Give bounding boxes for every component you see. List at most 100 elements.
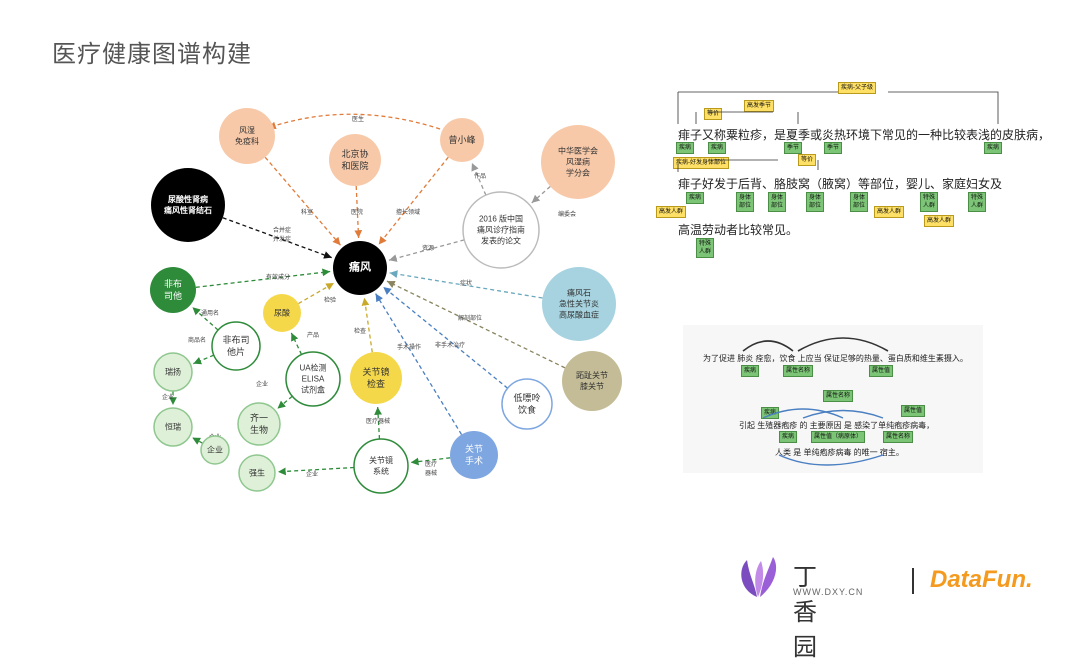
graph-edge: [277, 395, 293, 410]
graph-edge-label: 科室: [301, 208, 313, 216]
annotation-tag: 季节: [824, 142, 843, 154]
graph-node-label: 发表的论文: [481, 236, 521, 246]
dxy-url: WWW.DXY.CN: [793, 587, 864, 597]
graph-edge-label: 企业: [256, 380, 268, 388]
graph-edge: [378, 156, 449, 245]
graph-node-label: 强生: [249, 468, 265, 478]
graph-edge-label: 医院: [351, 208, 363, 216]
annotation-links-2: [742, 337, 889, 466]
graph-node-label: 风湿: [239, 126, 255, 135]
annotation-tag: 等价: [704, 108, 723, 120]
annotation-tag: 属性名称: [823, 390, 854, 402]
graph-edge-label: 医疗: [425, 460, 437, 468]
graph-node-label: 尿酸性肾病: [168, 194, 208, 204]
annotation-links-1: [677, 91, 999, 172]
graph-node-label: 恒瑞: [165, 422, 181, 432]
graph-edge: [389, 270, 543, 299]
annotation-tag: 特殊人群: [920, 192, 939, 212]
annotation-tag: 疾病-父子级: [838, 82, 876, 94]
graph-edge: [388, 239, 465, 262]
graph-edge: [195, 268, 331, 288]
annotation-tag: 季节: [784, 142, 803, 154]
graph-node-label: 瑞扬: [165, 367, 181, 377]
graph-edge-label: 企业: [306, 470, 318, 478]
annotation-tag: 疾病: [708, 142, 727, 154]
graph-node-hengrui: 恒瑞: [153, 407, 193, 447]
graph-edge-label: 器械: [425, 469, 437, 477]
graph-edge-label: 有效成分: [266, 273, 290, 281]
annotation-tag: 身体部位: [736, 192, 755, 212]
graph-node-label: 中华医学会: [558, 146, 598, 156]
graph-node-label: 痛风: [348, 260, 371, 274]
graph-edge-label: 编委会: [558, 210, 576, 218]
graph-node-label: 免疫科: [235, 136, 259, 146]
graph-edge-label: 擅长领域: [396, 208, 420, 216]
annotation-tag: 身体部位: [768, 192, 787, 212]
graph-edge: [354, 185, 363, 239]
graph-edge-label: 解剖部位: [458, 314, 482, 322]
annotation-tag: 高发人群: [656, 206, 687, 218]
graph-edge-label: 症状: [460, 279, 472, 287]
graph-node-label: 膝关节: [580, 381, 604, 391]
graph-node-label: 关节: [465, 443, 483, 454]
graph-edge-label: 并发症: [273, 235, 291, 243]
graph-node-label: 痛风诊疗指南: [477, 225, 525, 235]
graph-edge: [267, 113, 441, 130]
annotation-tag: 属性值: [901, 405, 926, 417]
graph-node-label: 高尿酸血症: [559, 310, 599, 320]
graph-edge: [531, 186, 551, 204]
graph-node-label: 痛风石: [567, 288, 591, 298]
graph-node-label: 关节镜: [362, 366, 389, 377]
graph-node-label: 生物: [250, 424, 268, 435]
annotation-tag: 高发季节: [744, 100, 775, 112]
graph-node-ruiyang: 瑞扬: [153, 352, 193, 392]
graph-node-qiye: 企业: [200, 435, 230, 465]
annotation-tag: 特殊人群: [696, 238, 715, 258]
graph-node-label: 司他: [164, 290, 182, 301]
graph-node-label: 系统: [373, 466, 389, 476]
annotation-line-1: 痱子又称粟粒疹，是夏季或炎热环境下常见的一种比较表浅的皮肤病，: [678, 128, 1051, 142]
graph-edge-label: 产品: [307, 331, 319, 339]
graph-edge-label: 企业: [162, 393, 174, 401]
graph-node-label: 急性关节炎: [559, 299, 599, 309]
graph-edge: [264, 156, 341, 246]
annotation-tag: 属性名称: [783, 365, 814, 377]
graph-edge-label: 医疗器械: [366, 417, 390, 425]
ner-annotation-panel-2: 为了促进 肺炎 痊愈，饮食 上应当 保证足够的热量、蛋白质和维生素摄入。 引起 …: [683, 325, 983, 473]
graph-edge-label: 资源: [422, 244, 434, 252]
graph-edge-label: 医生: [352, 115, 364, 123]
knowledge-graph: 医生科室医院擅长领域作品编委会资源合并症并发症有效成分症状检验解剖部位检查手术操…: [150, 108, 622, 494]
annotation2-line-2: 引起 生殖器疱疹 的 主要原因 是 感染了单纯疱疹病毒，: [739, 421, 935, 430]
annotation-tag: 疾病: [686, 192, 705, 204]
annotation-tag: 身体部位: [806, 192, 825, 212]
graph-node-label: 非布司: [222, 334, 249, 345]
annotation-tag: 疾病: [761, 407, 780, 419]
graph-node-tongfeng: 痛风: [333, 241, 387, 295]
annotation-tag: 疾病: [741, 365, 760, 377]
graph-edge-label: 手术操作: [397, 343, 421, 351]
annotation-tag: 特殊人群: [968, 192, 987, 212]
graph-node-niaosuan: 尿酸: [263, 294, 301, 332]
annotation-tag: 属性值: [869, 365, 894, 377]
graph-edge: [290, 332, 303, 355]
graph-edge-label: 合并症: [273, 226, 291, 234]
graph-node-label: 风湿病: [566, 157, 590, 167]
annotation-line-3: 高温劳动者比较常见。: [678, 223, 799, 237]
graph-node-label: 尿酸: [274, 308, 290, 318]
graph-node-label: 痛风性肾结石: [163, 205, 212, 215]
graph-node-label: 检查: [367, 378, 385, 389]
annotation2-line-3: 人类 是 单纯疱疹病毒 的唯一 宿主。: [775, 448, 904, 457]
annotation-tag: 等价: [798, 154, 817, 166]
graph-edge-label: 作品: [474, 172, 486, 180]
graph-edge: [386, 280, 566, 369]
graph-edge: [222, 217, 333, 259]
ner-annotation-panel-1: 痱子又称粟粒疹，是夏季或炎热环境下常见的一种比较表浅的皮肤病， 痱子好发于后背、…: [656, 80, 1050, 262]
